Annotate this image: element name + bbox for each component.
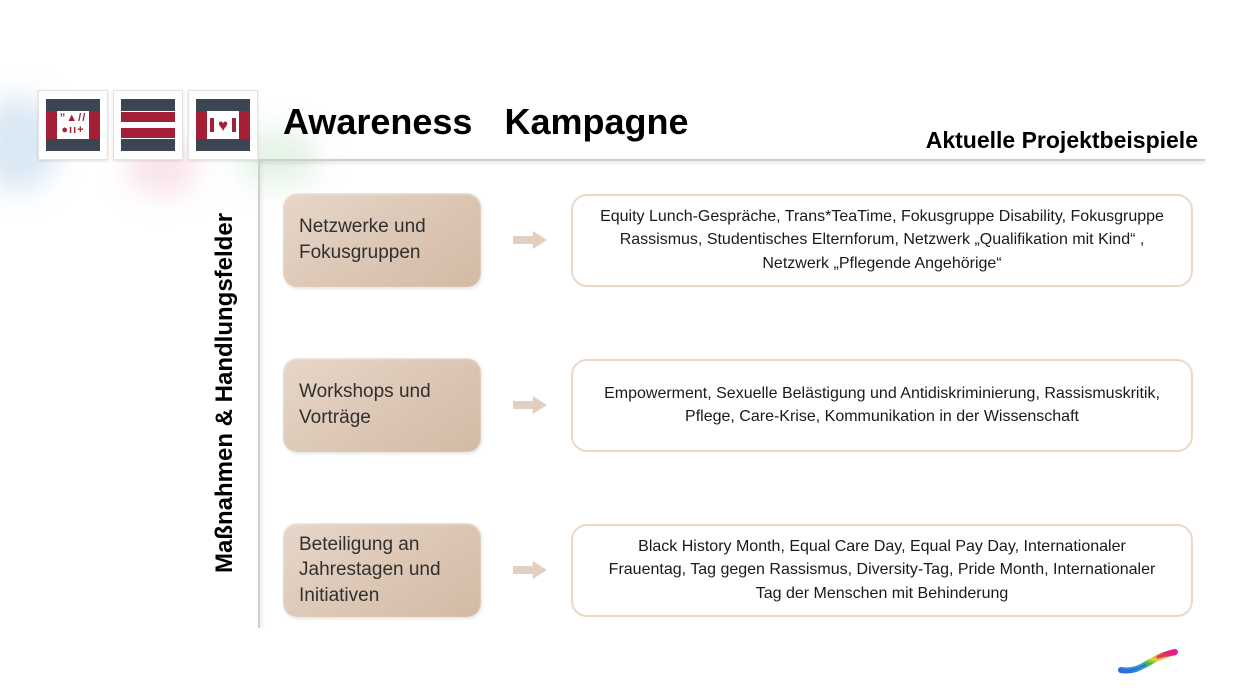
logo-bar-bottom xyxy=(196,139,250,151)
logo-bar-top xyxy=(121,99,175,111)
header-divider xyxy=(258,159,1205,161)
logo-vbar xyxy=(238,111,250,139)
rainbow-swoosh-icon xyxy=(1118,649,1178,674)
subtitle: Aktuelle Projektbeispiele xyxy=(925,127,1198,153)
logo-red-bar xyxy=(121,112,175,122)
logo-tick xyxy=(231,118,236,132)
left-divider xyxy=(258,160,260,628)
arrow-right-icon xyxy=(513,396,547,414)
logo-equality-bars xyxy=(121,111,175,139)
logo-vbar xyxy=(196,111,207,139)
logo-symbols-row2: ●ıı+ xyxy=(61,124,85,136)
logo-symbols: ”▲// ●ıı+ xyxy=(46,111,100,139)
arrow-right-icon xyxy=(513,231,547,249)
logo-strip: ”▲// ●ıı+ ♥ xyxy=(38,90,258,160)
side-axis-label: Maßnahmen & Handlungsfelder xyxy=(211,212,238,574)
logo-bar-top xyxy=(196,99,250,111)
logo-tile-symbols-icon: ”▲// ●ıı+ xyxy=(38,90,108,160)
logo-bar-bottom xyxy=(46,139,100,151)
logo-vbar xyxy=(89,111,100,139)
logo-red-bars xyxy=(121,112,175,138)
logo-bar-top xyxy=(46,99,100,111)
logo-symbol-glyphs: ”▲// ●ıı+ xyxy=(60,113,87,137)
arrow-right-icon xyxy=(513,561,547,579)
logo-tile-heart-icon: ♥ xyxy=(188,90,258,160)
logo-symbols-row1: ”▲// xyxy=(59,112,87,124)
page-title: Awareness Kampagne xyxy=(283,101,689,143)
category-box: Workshops und Vorträge xyxy=(283,358,481,452)
row-workshops: Workshops und Vorträge Empowerment, Sexu… xyxy=(283,357,1198,453)
title-word-kampagne: Kampagne xyxy=(504,101,689,142)
row-netzwerke: Netzwerke und Fokusgruppen Equity Lunch-… xyxy=(283,192,1198,288)
examples-box: Empowerment, Sexuelle Belästigung und An… xyxy=(571,358,1193,452)
logo-heart-row: ♥ xyxy=(196,111,250,139)
heart-icon: ♥ xyxy=(217,115,229,135)
logo-tile-equality-bars-icon xyxy=(113,90,183,160)
category-box: Beteiligung an Jahrestagen und Initiativ… xyxy=(283,523,481,617)
examples-box: Equity Lunch-Gespräche, Trans*TeaTime, F… xyxy=(571,193,1193,287)
examples-box: Black History Month, Equal Care Day, Equ… xyxy=(571,523,1193,617)
logo-tick xyxy=(210,118,215,132)
logo-red-bar xyxy=(121,128,175,138)
title-word-awareness: Awareness xyxy=(283,101,473,142)
row-jahrestage: Beteiligung an Jahrestagen und Initiativ… xyxy=(283,522,1198,618)
category-box: Netzwerke und Fokusgruppen xyxy=(283,193,481,287)
logo-bar-bottom xyxy=(121,139,175,151)
logo-vbar xyxy=(46,111,57,139)
